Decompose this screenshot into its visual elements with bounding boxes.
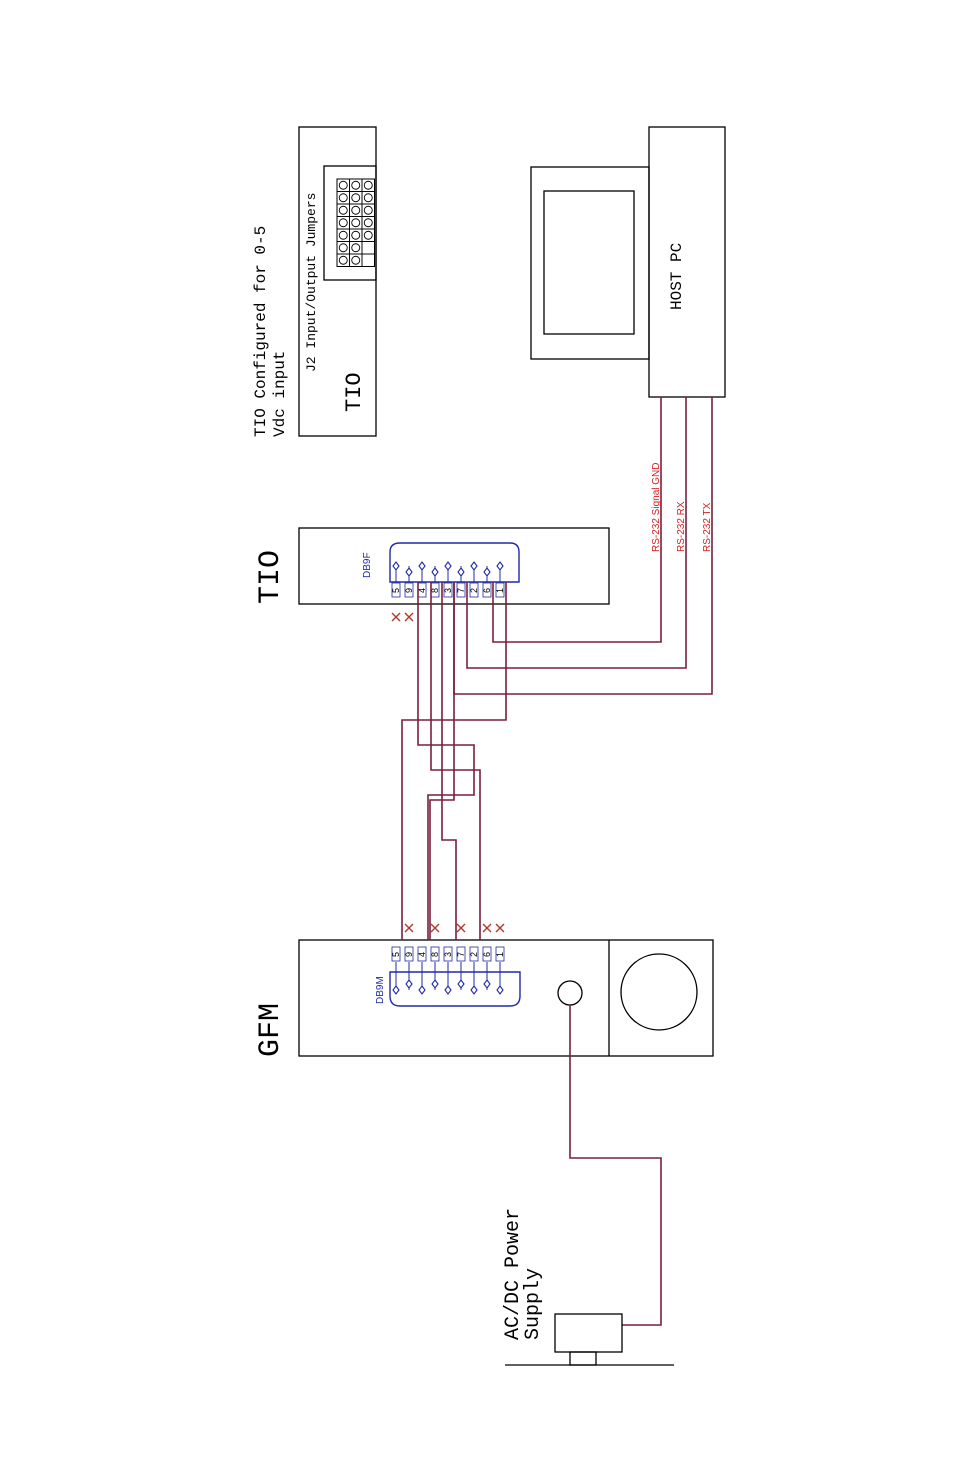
db9m-pin-label-3: 3 xyxy=(443,952,453,957)
rs232-wires: RS-232 Signal GND RS-232 RX RS-232 TX xyxy=(454,397,713,694)
host-pc-base xyxy=(649,127,725,397)
db9f-pin-3-contact xyxy=(445,562,451,570)
db9m-pin-8-no-connect xyxy=(431,924,439,932)
signal-tx-label: RS-232 TX xyxy=(702,502,713,552)
tio-config-label-line2: Vdc input xyxy=(271,351,289,437)
db9f-pin-7-contact xyxy=(458,568,464,576)
db9m-pin-label-6: 6 xyxy=(482,952,492,957)
tio-small-label: TIO xyxy=(342,372,367,412)
host-pc-group: HOST PC xyxy=(531,127,725,397)
jumper-pin xyxy=(352,231,360,239)
db9m-pin-label-5: 5 xyxy=(391,952,401,957)
wire-tio4-to-gfm7 xyxy=(418,582,474,940)
jumper-pin xyxy=(352,244,360,252)
db9m-pin-9-contact xyxy=(406,980,412,988)
tio-big-label: TIO xyxy=(254,550,288,604)
db9m-pin-label-9: 9 xyxy=(404,952,414,957)
jumper-pin xyxy=(339,219,347,227)
jumper-grid-frame xyxy=(337,179,375,267)
db9f-pin-8-contact xyxy=(432,568,438,576)
jumper-pin xyxy=(364,181,372,189)
db9m-pin-5-contact xyxy=(393,986,399,994)
tio-config-group: TIO Configured for 0-5 Vdc input J2 Inpu… xyxy=(252,127,376,437)
db9m-pin-6-contact xyxy=(484,980,490,988)
db9m-pin-3-contact xyxy=(445,986,451,994)
jumper-pin xyxy=(339,244,347,252)
db9m-pin-7-contact xyxy=(458,980,464,988)
host-pc-monitor xyxy=(531,167,649,359)
jumper-pin xyxy=(339,256,347,264)
db9m-pin-1-contact xyxy=(497,986,503,994)
db9m-pin-label-4: 4 xyxy=(417,952,427,957)
jumper-pin xyxy=(352,219,360,227)
db9f-pin-label-1: 1 xyxy=(495,588,505,593)
db9m-pin-4-contact xyxy=(419,986,425,994)
db9f-pin-5-no-connect xyxy=(392,613,400,621)
jumper-pin xyxy=(339,206,347,214)
db9m-pin-2-contact xyxy=(471,986,477,994)
gfm-unit-outline xyxy=(299,940,713,1056)
jumper-pin xyxy=(364,194,372,202)
db9f-pin-4-contact xyxy=(419,562,425,570)
jumper-grid xyxy=(337,179,375,267)
db9f-pin-label-9: 9 xyxy=(404,588,414,593)
db9f-pin-label-6: 6 xyxy=(482,588,492,593)
db9f-pin-label-7: 7 xyxy=(456,588,466,593)
db9m-pin-9-no-connect xyxy=(405,924,413,932)
jumper-title: J2 Input/Output Jumpers xyxy=(304,193,319,372)
tio-config-label-line1: TIO Configured for 0-5 xyxy=(252,226,270,437)
jumper-pin xyxy=(352,206,360,214)
host-pc-screen xyxy=(544,191,634,334)
db9f-pin-label-3: 3 xyxy=(443,588,453,593)
db9f-pin-1-contact xyxy=(497,562,503,570)
gfm-label: GFM xyxy=(254,1003,288,1057)
power-label-line2: Supply xyxy=(522,1268,545,1340)
db9f-pin-9-contact xyxy=(406,568,412,576)
db9m-pin-1-no-connect xyxy=(496,924,504,932)
jumper-pin xyxy=(352,181,360,189)
db9m-pin-label-8: 8 xyxy=(430,952,440,957)
db9m-pin-label-2: 2 xyxy=(469,952,479,957)
power-supply-body xyxy=(555,1314,622,1352)
jumper-cell xyxy=(362,254,375,267)
db9m-pin-6-no-connect xyxy=(483,924,491,932)
db9m-label: DB9M xyxy=(375,976,386,1004)
db9f-pin-label-2: 2 xyxy=(469,588,479,593)
gfm-display-circle xyxy=(621,954,697,1030)
jumper-pin xyxy=(364,206,372,214)
db9f-label: DB9F xyxy=(362,552,373,578)
db9m-pin-label-1: 1 xyxy=(495,952,505,957)
db9m-pin-7-no-connect xyxy=(457,924,465,932)
db9m-pin-label-7: 7 xyxy=(456,952,466,957)
db9f-pin-2-contact xyxy=(471,562,477,570)
jumper-block-outline xyxy=(324,166,376,280)
db9f-pin-6-contact xyxy=(484,568,490,576)
db9f-pin-5-contact xyxy=(393,562,399,570)
signal-gnd-label: RS-232 Signal GND xyxy=(651,463,662,552)
jumper-pin xyxy=(339,194,347,202)
db9f-pin-label-5: 5 xyxy=(391,588,401,593)
jumper-cell xyxy=(362,242,375,255)
power-supply-plug xyxy=(570,1352,596,1365)
db9f-pin-9-no-connect xyxy=(405,613,413,621)
gfm-power-jack xyxy=(558,981,582,1005)
jumper-pin xyxy=(352,194,360,202)
jumper-pin xyxy=(364,231,372,239)
wire-tx xyxy=(454,397,712,694)
host-pc-label: HOST PC xyxy=(668,243,686,310)
jumper-pin xyxy=(339,181,347,189)
wire-signal-gnd xyxy=(493,397,661,642)
power-supply-group: AC/DC Power Supply xyxy=(502,1005,674,1365)
wire-power xyxy=(570,1005,661,1325)
jumper-pin xyxy=(339,231,347,239)
db9m-pin-8-contact xyxy=(432,980,438,988)
jumper-pin xyxy=(352,256,360,264)
signal-rx-label: RS-232 RX xyxy=(676,501,687,552)
jumper-pin xyxy=(364,219,372,227)
